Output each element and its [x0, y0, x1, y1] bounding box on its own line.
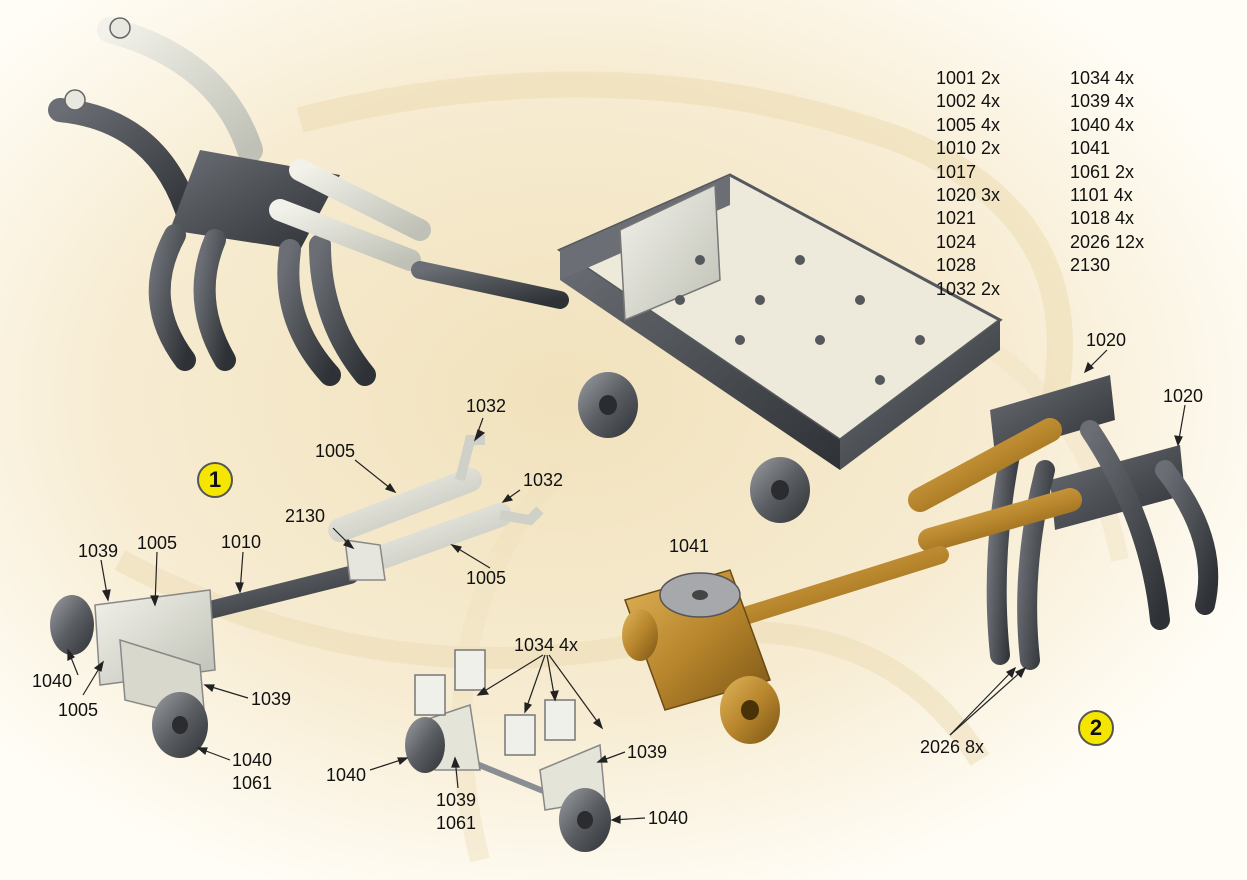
part-entry: 1002 4x — [936, 91, 1001, 112]
callout-1010: 1010 — [221, 532, 262, 552]
part-entry: 1024 — [936, 231, 977, 252]
cart-figure — [556, 173, 1003, 523]
step-1-badge: 1 — [197, 462, 233, 498]
leader-1034-1 — [477, 654, 544, 696]
callout-1020: 1020 — [1163, 386, 1204, 406]
callout-1039: 1039 — [251, 689, 292, 709]
callout-1005: 1005 — [466, 568, 507, 588]
callout-1032: 1032 — [523, 470, 564, 490]
step-2-badge: 2 — [1078, 710, 1114, 746]
callout-1005: 1005 — [58, 700, 99, 720]
callout-1039: 1039 — [436, 790, 477, 810]
callout-1040: 1040 — [326, 765, 367, 785]
callout-1040: 1040 — [232, 750, 273, 770]
horse-figure — [48, 17, 431, 386]
parts-list-left: 1001 2x 1002 4x 1005 4x 1010 2x 1017 102… — [936, 67, 1000, 301]
leader-1034-2 — [524, 654, 546, 713]
leader-2026-1 — [949, 667, 1016, 736]
part-entry: 1010 2x — [936, 138, 1001, 159]
part-entry: 1001 2x — [936, 68, 1001, 88]
callout-1040: 1040 — [648, 808, 689, 828]
part-entry: 1101 4x — [1070, 185, 1133, 206]
part-entry: 1040 4x — [1070, 114, 1135, 135]
part-entry: 1028 — [936, 255, 977, 276]
axle-assembly — [405, 649, 611, 852]
part-entry: 1061 2x — [1070, 161, 1135, 182]
callout-1039: 1039 — [627, 742, 668, 762]
leader-lines — [67, 349, 1186, 824]
part-entry: 1021 — [936, 208, 977, 229]
part-entry: 1020 3x — [936, 185, 1001, 206]
part-entry: 1017 — [936, 161, 977, 182]
part-entry: 2026 12x — [1070, 231, 1145, 252]
callout-1032: 1032 — [466, 396, 507, 416]
callout-1061: 1061 — [232, 773, 273, 793]
callout-1020: 1020 — [1086, 330, 1127, 350]
leader-2026-2 — [949, 667, 1026, 736]
part-entry: 2130 — [1070, 255, 1111, 276]
step2-assembly — [622, 375, 1219, 744]
part-entry: 1018 4x — [1070, 208, 1135, 229]
callout-2026-8x: 2026 8x — [920, 737, 985, 757]
part-entry: 1034 4x — [1070, 68, 1135, 88]
step1-assembly — [50, 435, 544, 758]
part-entry: 1041 — [1070, 138, 1111, 159]
callout-1061: 1061 — [436, 813, 477, 833]
leader-1034-4 — [548, 654, 603, 729]
callout-1005: 1005 — [137, 533, 178, 553]
part-entry: 1032 2x — [936, 278, 1001, 299]
part-entry: 1005 4x — [936, 114, 1001, 135]
callout-1040: 1040 — [32, 671, 73, 691]
callout-1034-4x: 1034 4x — [514, 635, 579, 655]
callout-1005: 1005 — [315, 441, 356, 461]
part-entry: 1039 4x — [1070, 91, 1135, 112]
parts-list-right: 1034 4x 1039 4x 1040 4x 1041 1061 2x 110… — [1070, 67, 1144, 278]
arrowhead — [473, 429, 486, 442]
callout-2130: 2130 — [285, 506, 326, 526]
shaft-bar — [411, 261, 569, 309]
callout-1041: 1041 — [669, 536, 710, 556]
callout-1039: 1039 — [78, 541, 119, 561]
